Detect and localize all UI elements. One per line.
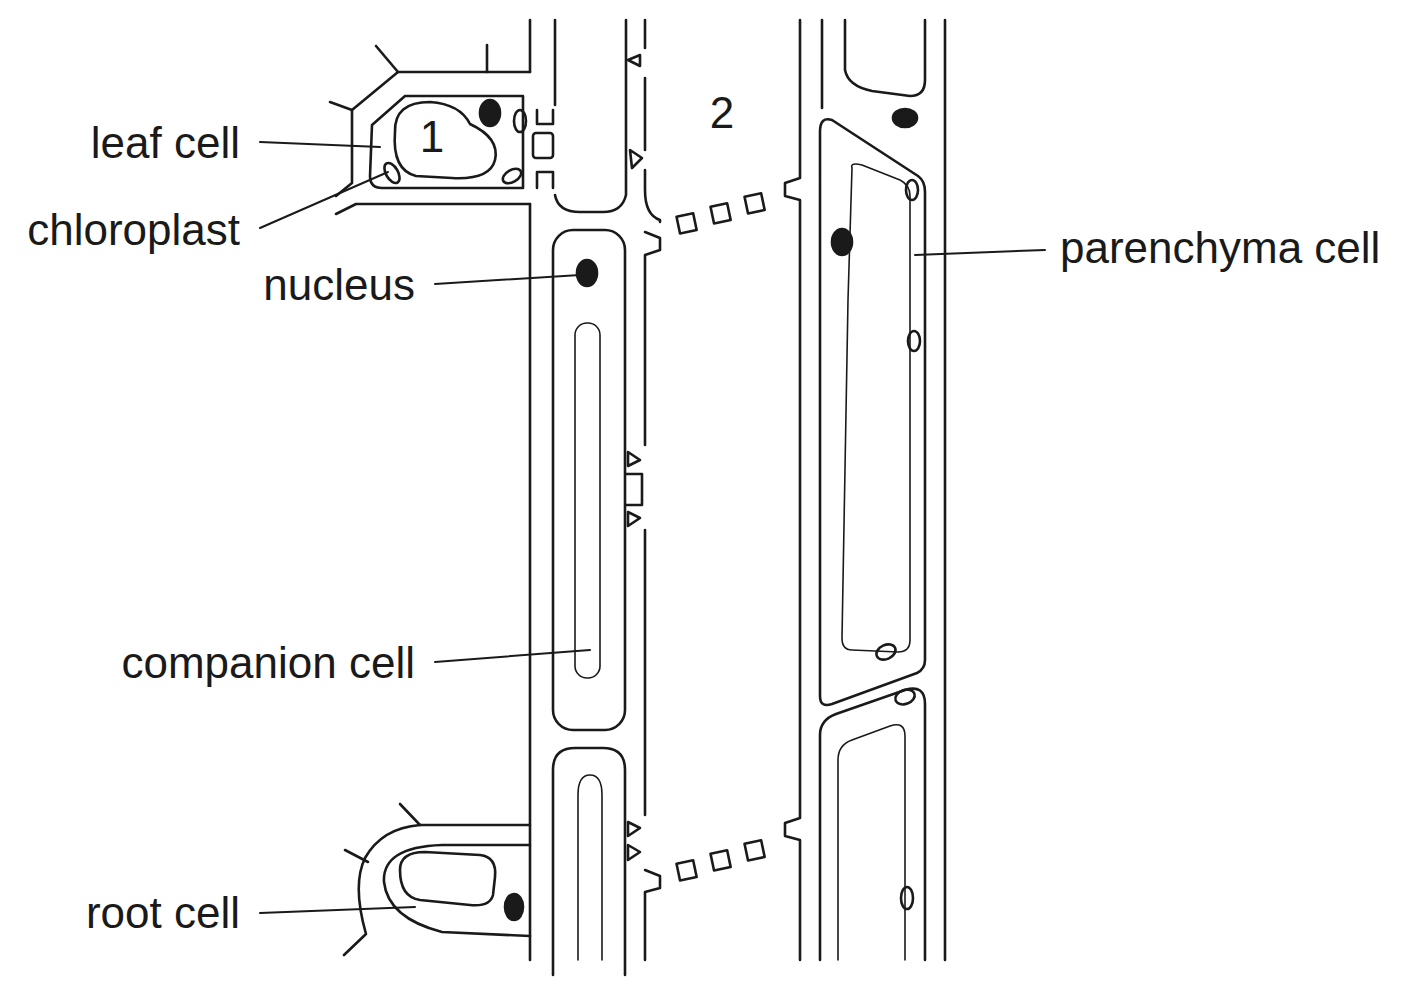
leaf-cell-drawing [370, 96, 523, 188]
companion-cell-column [554, 20, 557, 105]
leaf-cell-drawing [537, 172, 553, 188]
sieve-tube-drawing [644, 530, 647, 815]
parenchyma-column [838, 725, 905, 960]
companion-cell-column [555, 20, 626, 212]
root-cell-drawing [384, 845, 530, 936]
sieve-tube-drawing [745, 840, 765, 860]
sieve-tube-drawing [628, 452, 640, 466]
root-cell-drawing [344, 804, 530, 955]
parenchyma-column [944, 20, 947, 960]
leader-lines [435, 650, 590, 662]
parenchyma-column [893, 109, 917, 127]
leader-lines [260, 142, 380, 147]
leaf-cell-drawing [336, 204, 530, 214]
parenchyma-column [901, 887, 913, 909]
parenchyma-column [820, 20, 945, 960]
companion-cell-column [553, 230, 625, 730]
part-label: leaf cell [91, 118, 240, 168]
leaf-cell-drawing [330, 45, 553, 214]
parenchyma-column [874, 641, 898, 662]
parenchyma-column [820, 119, 925, 705]
sieve-tube-drawing [645, 170, 660, 222]
companion-cell-column [529, 204, 532, 960]
sieve-tube-drawing [645, 232, 660, 445]
root-cell-drawing [400, 804, 420, 825]
sieve-tube-drawing [644, 20, 647, 48]
part-label: nucleus [263, 260, 415, 310]
sieve-tube-drawing [745, 193, 765, 213]
sieve-tube-drawing [626, 20, 800, 960]
sieve-tube-drawing [644, 78, 647, 150]
leaf-cell-drawing [376, 46, 398, 72]
sieve-tube-drawing [628, 822, 640, 836]
root-cell-drawing [344, 825, 530, 955]
part-label: chloroplast [27, 205, 240, 255]
leader-lines [435, 275, 580, 284]
sieve-tube-drawing [626, 474, 642, 505]
leaf-cell-drawing [537, 110, 553, 124]
root-cell-drawing [505, 894, 523, 920]
leaf-cell-drawing [514, 110, 526, 132]
root-cell-drawing [400, 852, 495, 905]
parenchyma-column [908, 331, 920, 351]
callout-number: 1 [420, 112, 444, 162]
sieve-tube-drawing [711, 203, 731, 223]
leader-lines [260, 142, 1045, 913]
part-label: parenchyma cell [1060, 223, 1380, 273]
companion-cell-column [578, 775, 602, 960]
parenchyma-column [845, 20, 925, 96]
sieve-tube-drawing [628, 845, 640, 860]
leaf-cell-drawing [330, 102, 352, 110]
sieve-tube-drawing [677, 213, 697, 233]
sieve-tube-drawing [630, 150, 642, 168]
companion-cell-column [529, 20, 532, 72]
callout-number: 2 [710, 88, 734, 138]
companion-cell-column [553, 748, 625, 975]
companion-cell-column [577, 260, 597, 286]
sieve-tube-drawing [677, 860, 697, 880]
leaf-cell-drawing [500, 166, 523, 186]
parenchyma-column [906, 180, 918, 200]
leaf-cell-drawing [486, 45, 489, 72]
sieve-tube-drawing [628, 512, 640, 526]
leader-lines [260, 907, 415, 913]
leaf-cell-drawing [480, 100, 500, 126]
leader-lines [260, 172, 388, 228]
sieve-tube-drawing [645, 870, 660, 960]
leaf-cell-drawing [533, 133, 553, 158]
companion-cell-column [530, 20, 626, 975]
leaf-cell-drawing [336, 72, 530, 196]
sieve-tube-drawing [628, 55, 640, 66]
part-label: companion cell [122, 638, 416, 688]
parenchyma-column [820, 689, 925, 960]
parenchyma-column [821, 20, 824, 108]
leader-lines [915, 250, 1045, 255]
sieve-tube-drawing [785, 20, 800, 960]
sieve-tube-drawing [711, 850, 731, 870]
parenchyma-column [832, 229, 852, 255]
root-cell-drawing [345, 850, 368, 862]
part-label: root cell [86, 888, 240, 938]
companion-cell-column [575, 323, 600, 678]
